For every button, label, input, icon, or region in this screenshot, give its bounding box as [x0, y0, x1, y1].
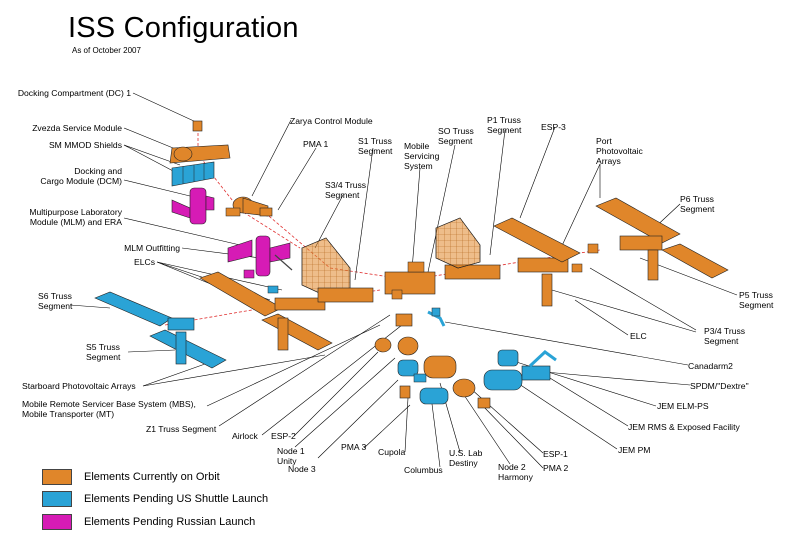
elc-pallets-starboard — [267, 285, 279, 294]
label-elcs: ELCs — [133, 257, 155, 267]
pma2-module — [477, 397, 491, 409]
label-mlm: Multipurpose Laboratory Module (MLM) and… — [29, 207, 122, 227]
label-cupola: Cupola — [378, 447, 406, 457]
legend-swatch-shuttle — [42, 491, 72, 507]
label-jem-pm: JEM PM — [618, 445, 651, 455]
label-mlm-outfitting: MLM Outfitting — [124, 243, 180, 253]
label-sm-mmod: SM MMOD Shields — [48, 140, 122, 150]
s34-truss-segment — [199, 237, 351, 351]
label-p6: P6 Truss Segment — [680, 194, 715, 214]
dcm-module — [171, 187, 215, 225]
label-mss: Mobile Servicing System — [404, 141, 440, 171]
legend-label-orbit: Elements Currently on Orbit — [84, 471, 220, 483]
s0-truss-segment — [384, 271, 436, 300]
us-lab-destiny — [423, 355, 457, 379]
label-dcm: Docking and Cargo Module (DCM) — [40, 166, 122, 186]
pma3-module — [399, 385, 411, 399]
label-columbus: Columbus — [404, 465, 443, 475]
legend-swatch-orbit — [42, 469, 72, 485]
pma1-module — [259, 207, 273, 217]
p34-truss-segment — [493, 217, 583, 307]
label-starboard-pv: Starboard Photovoltaic Arrays — [22, 381, 136, 391]
jem-pm-module — [483, 369, 523, 391]
label-p1: P1 Truss Segment — [487, 115, 522, 135]
airlock-module — [374, 337, 392, 353]
label-esp3: ESP-3 — [541, 122, 566, 132]
label-esp1: ESP-1 — [543, 449, 568, 459]
label-s1: S1 Truss Segment — [358, 136, 393, 156]
s1-truss-segment — [317, 287, 374, 303]
legend-item-orbit: Elements Currently on Orbit — [42, 469, 220, 485]
label-pma3: PMA 3 — [341, 442, 367, 452]
legend-item-russian: Elements Pending Russian Launch — [42, 514, 255, 530]
label-canadarm2: Canadarm2 — [688, 361, 733, 371]
label-s6: S6 Truss Segment — [38, 291, 73, 311]
node3-module — [397, 359, 419, 377]
s6-truss-segment — [94, 291, 227, 369]
label-z1: Z1 Truss Segment — [146, 424, 217, 434]
zvezda-service-module — [169, 144, 231, 164]
label-airlock: Airlock — [232, 431, 258, 441]
mobile-servicing-system — [407, 261, 425, 273]
label-uslab: U.S. Lab Destiny — [449, 448, 483, 468]
diagram-title: ISS Configuration — [68, 12, 299, 44]
p1-truss-segment — [435, 217, 501, 280]
sm-mmod-shields — [171, 161, 215, 187]
columbus-module — [419, 387, 449, 405]
cupola-module — [413, 373, 427, 383]
label-jem-elm: JEM ELM-PS — [657, 401, 709, 411]
mlm-outfitting — [243, 269, 255, 279]
label-p34: P3/4 Truss Segment — [704, 326, 746, 346]
label-mbs: Mobile Remote Servicer Base System (MBS)… — [22, 399, 196, 419]
label-jem-rms: JEM RMS & Exposed Facility — [628, 422, 740, 432]
label-zvezda: Zvezda Service Module — [32, 123, 122, 133]
label-s34: S3/4 Truss Segment — [325, 180, 367, 200]
label-spdm: SPDM/"Dextre" — [690, 381, 749, 391]
node2-harmony — [452, 378, 476, 398]
label-so: SO Truss Segment — [438, 126, 474, 146]
label-node3: Node 3 — [288, 464, 316, 474]
label-s5: S5 Truss Segment — [86, 342, 121, 362]
legend-item-shuttle: Elements Pending US Shuttle Launch — [42, 491, 268, 507]
legend-label-russian: Elements Pending Russian Launch — [84, 516, 256, 528]
spdm-dextre — [431, 307, 441, 317]
label-esp2: ESP-2 — [271, 431, 296, 441]
p56-truss-segment — [587, 197, 729, 281]
label-pma2: PMA 2 — [543, 463, 569, 473]
label-zarya: Zarya Control Module — [290, 116, 373, 126]
dc1-module — [192, 120, 203, 132]
mlm-module — [227, 235, 293, 277]
z1-truss-segment — [395, 313, 413, 327]
legend-label-shuttle: Elements Pending US Shuttle Launch — [84, 493, 269, 505]
label-port-pv: Port Photovoltaic Arrays — [596, 136, 643, 166]
legend-swatch-russian — [42, 514, 72, 530]
label-pma1: PMA 1 — [303, 139, 329, 149]
label-node1: Node 1 Unity — [277, 446, 305, 466]
label-elc: ELC — [630, 331, 647, 341]
label-dc1: Docking Compartment (DC) 1 — [17, 88, 131, 98]
diagram-subtitle: As of October 2007 — [72, 46, 141, 55]
label-p5: P5 Truss Segment — [739, 290, 774, 310]
jem-elm-ps — [497, 349, 519, 367]
s5-truss-segment — [167, 317, 195, 365]
node1-unity — [397, 336, 419, 356]
jem-rms-exposed-facility — [521, 350, 557, 381]
label-node2: Node 2 Harmony — [498, 462, 533, 482]
